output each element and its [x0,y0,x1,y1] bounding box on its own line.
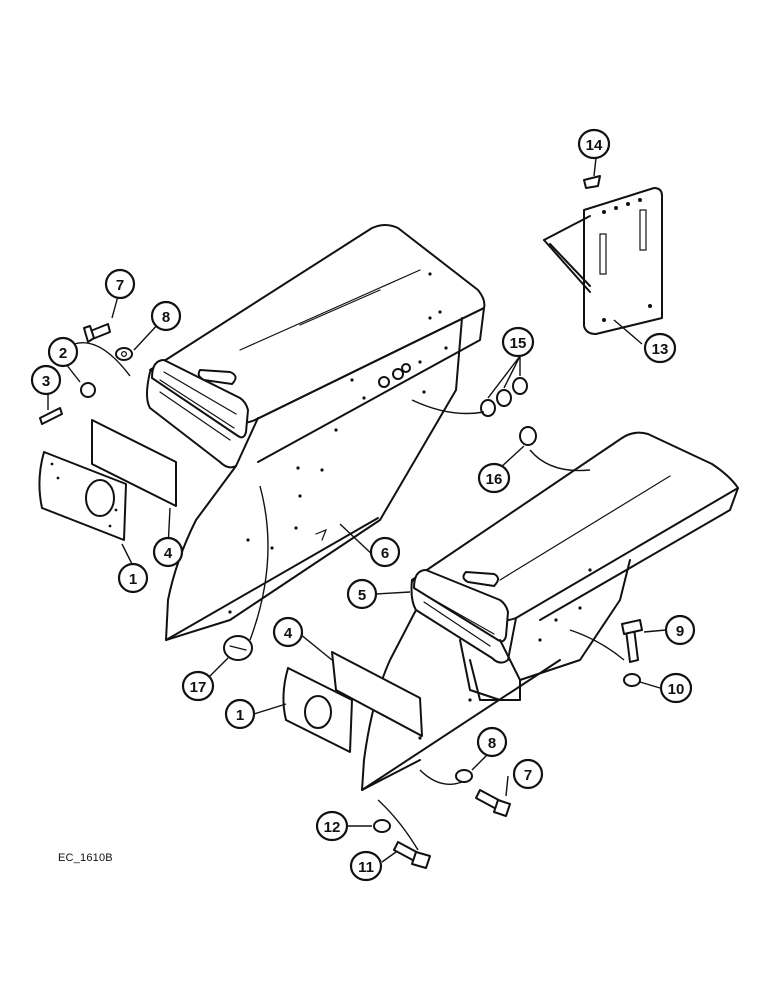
callout-label: 14 [586,137,603,154]
callout-label: 4 [164,545,173,562]
left-fender [146,224,486,641]
callout-circle [346,578,378,610]
callout-circle [315,810,349,842]
callout-label: 7 [116,277,124,294]
callout-circle [224,698,256,730]
callout-label: 7 [524,767,532,784]
figure-reference-code: EC_1610B [58,852,113,864]
callout-2: 2 [47,336,79,368]
callout-17: 17 [181,670,215,702]
callout-1-lower: 1 [224,698,256,730]
callout-16: 16 [477,462,511,494]
right-fender [361,431,739,791]
callout-label: 4 [284,625,293,642]
callout-label: 6 [381,545,389,562]
callout-14: 14 [577,128,611,160]
callout-label: 9 [676,623,684,640]
callout-circle [477,462,511,494]
callout-7-upper: 7 [104,268,136,300]
callout-9: 9 [664,614,696,646]
callout-circle [152,536,184,568]
callout-3: 3 [30,364,62,396]
callout-circle [659,672,693,704]
callout-6: 6 [369,536,401,568]
callout-label: 10 [668,681,685,698]
callout-circle [643,332,677,364]
callout-11: 11 [349,850,383,882]
callout-circle [117,562,149,594]
license-plate-bracket-13 [543,187,663,335]
callout-5: 5 [346,578,378,610]
right-gasket-4 [331,651,423,737]
callout-circle [577,128,611,160]
callout-label: 17 [190,679,207,696]
left-lamp-plate-1 [38,451,127,541]
callout-13: 13 [643,332,677,364]
callout-circle [30,364,62,396]
callout-4-upper: 4 [152,536,184,568]
callout-label: 2 [59,345,67,362]
callout-12: 12 [315,810,349,842]
callout-circle [501,326,535,358]
callout-8-upper: 8 [150,300,182,332]
callout-label: 5 [358,587,366,604]
callout-4-lower: 4 [272,616,304,648]
callout-7-lower: 7 [512,758,544,790]
hardware [39,175,643,869]
callout-10: 10 [659,672,693,704]
callout-label: 13 [652,341,669,358]
callout-1-upper: 1 [117,562,149,594]
left-gasket-4 [91,419,177,507]
callout-circle [181,670,215,702]
callout-label: 15 [510,335,527,352]
right-lamp-plate-1 [282,667,353,753]
callout-circle [369,536,401,568]
callout-label: 1 [129,571,137,588]
callout-8-lower: 8 [476,726,508,758]
callout-circle [104,268,136,300]
callout-label: 12 [324,819,341,836]
callout-circle [349,850,383,882]
callout-15: 15 [501,326,535,358]
callout-label: 1 [236,707,244,724]
callout-circle [512,758,544,790]
callout-label: 8 [162,309,170,326]
callout-circle [272,616,304,648]
callout-label: 8 [488,735,496,752]
callout-circle [47,336,79,368]
callout-circle [476,726,508,758]
callout-circle [664,614,696,646]
callout-label: 3 [42,373,50,390]
callout-circle [150,300,182,332]
callout-label: 16 [486,471,503,488]
callout-label: 11 [358,859,374,876]
